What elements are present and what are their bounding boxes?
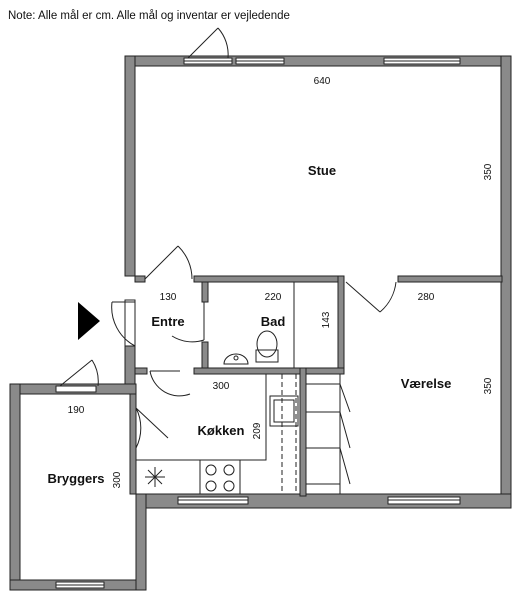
wall-entre-bottom-stub	[134, 367, 148, 375]
door-bryggers-top	[59, 359, 99, 387]
door-bryggers-koekken	[135, 407, 169, 449]
dim-stue-height: 350	[483, 163, 494, 180]
door-entre-stue	[144, 245, 193, 280]
plan-note: Note: Alle mål er cm. Alle mål og invent…	[8, 10, 290, 22]
kitchen-fixtures	[136, 374, 299, 495]
sink-bad-icon	[223, 353, 249, 365]
windows	[55, 57, 461, 589]
door-entre-koekken	[149, 370, 191, 397]
window-bryggers-top	[55, 385, 97, 393]
wall-bad-bottom	[193, 367, 345, 375]
wall-bad-vaerelse	[337, 275, 345, 369]
wall-stub-entre	[134, 275, 146, 283]
door-main-entrance	[111, 301, 136, 347]
room-label-bad: Bad	[261, 314, 286, 329]
dim-bryggers-height: 300	[112, 471, 123, 488]
bathroom-fixtures	[223, 281, 339, 369]
room-label-stue: Stue	[308, 163, 336, 178]
kitchen-sink-icon	[269, 395, 299, 427]
wall-bryggers-left	[9, 383, 21, 591]
room-label-koekken: Køkken	[198, 423, 245, 438]
room-label-entre: Entre	[151, 314, 184, 329]
dim-koekken-height: 209	[252, 422, 263, 439]
stove-icon	[199, 459, 241, 495]
wall-stue-bottom-left	[193, 275, 345, 283]
dim-bad-width: 220	[265, 292, 282, 303]
wall-entre-bad-top	[201, 281, 209, 303]
wall-entre-bad-bottom	[201, 341, 209, 369]
room-label-vaerelse: Værelse	[401, 376, 452, 391]
dim-stue-width: 640	[314, 76, 331, 87]
kitchen-counter	[136, 374, 267, 461]
wall-bryggers-right	[135, 493, 147, 591]
dim-koekken-width: 300	[213, 381, 230, 392]
doors	[59, 27, 397, 449]
shower-area	[293, 281, 339, 369]
extractor-fan-icon	[145, 467, 165, 487]
wall-bryggers-koekken	[129, 393, 137, 495]
door-vaerelse	[345, 281, 397, 313]
door-stue-top	[187, 27, 229, 59]
wall-left-mid	[124, 345, 136, 387]
dim-entre-width: 130	[160, 292, 177, 303]
entrance-arrow-icon	[78, 302, 100, 340]
wardrobe-body	[305, 373, 341, 495]
door-bad	[171, 302, 205, 343]
toilet-tank-icon	[255, 349, 279, 363]
dim-vaerelse-height: 350	[483, 377, 494, 394]
dim-vaerelse-width: 280	[418, 292, 435, 303]
room-label-bryggers: Bryggers	[47, 471, 104, 486]
entrance-opening	[124, 299, 136, 347]
wall-stue-bottom-right	[397, 275, 503, 283]
wall-koekken-vaerelse	[299, 367, 307, 497]
wall-left-upper	[124, 55, 136, 277]
dim-bad-height: 143	[321, 311, 332, 328]
dim-bryggers-width: 190	[68, 405, 85, 416]
wardrobe	[305, 373, 351, 495]
toilet-icon	[256, 330, 278, 358]
